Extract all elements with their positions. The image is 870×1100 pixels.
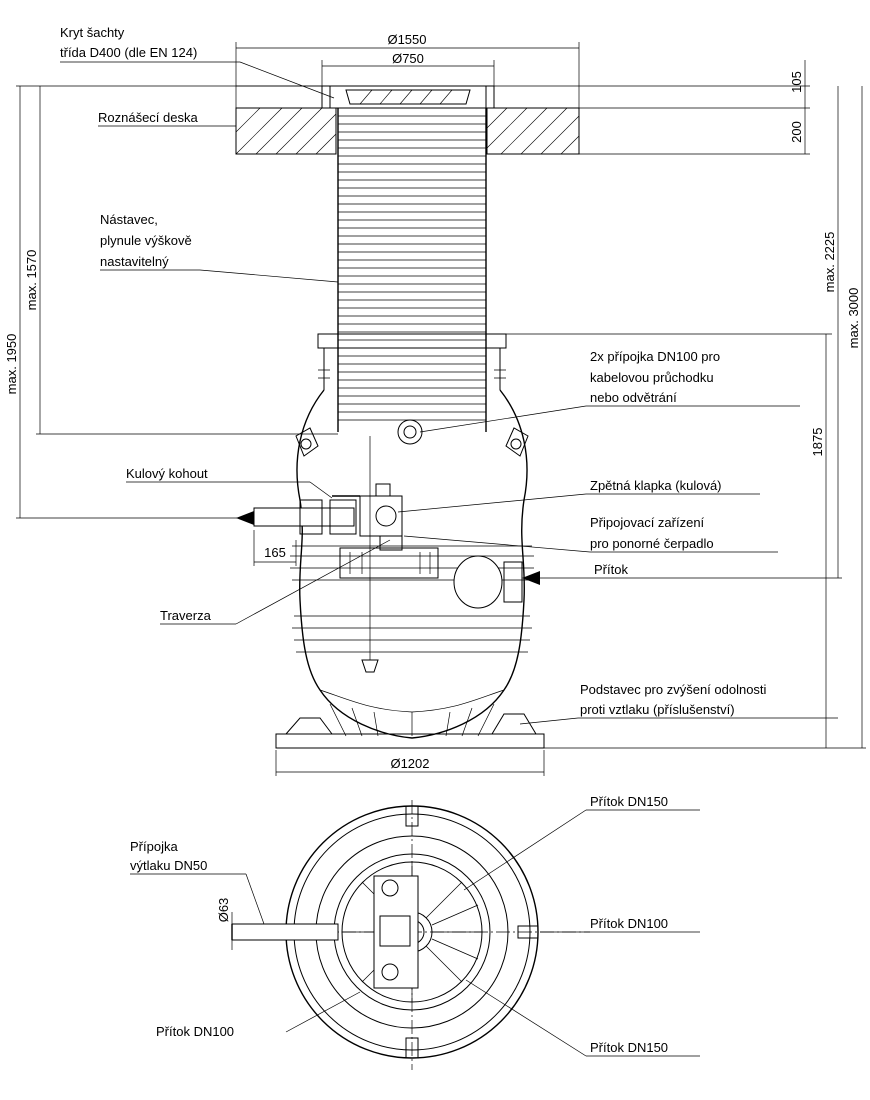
load-slab — [235, 107, 580, 155]
base-plate — [275, 689, 545, 749]
leader-lines — [60, 61, 838, 725]
discharge-piping — [253, 483, 403, 551]
label-inflow-dn150-top: Přítok DN150 — [590, 794, 668, 809]
label-slab: Roznášecí deska — [98, 110, 198, 125]
dim-d1550: Ø1550 — [387, 32, 426, 47]
elevation-view: Ø1550 Ø750 105 200 max. 2225 max. 3000 m… — [4, 25, 866, 776]
label-cover-line2: třída D400 (dle EN 124) — [60, 45, 197, 60]
label-check-valve: Zpětná klapka (kulová) — [590, 478, 722, 493]
label-discharge-line2: výtlaku DN50 — [130, 858, 207, 873]
label-traverse: Traverza — [160, 608, 212, 623]
extension-shaft — [337, 108, 487, 432]
label-inflow-dn100-left: Přítok DN100 — [156, 1024, 234, 1039]
label-base-line1: Podstavec pro zvýšení odolnosti — [580, 682, 767, 697]
label-base-line2: proti vztlaku (příslušenství) — [580, 702, 735, 717]
label-inflow-dn150-bottom: Přítok DN150 — [590, 1040, 668, 1055]
label-inflow-dn100-right: Přítok DN100 — [590, 916, 668, 931]
dim-3000: max. 3000 — [846, 288, 861, 349]
label-extension-line1: Nástavec, — [100, 212, 158, 227]
dim-1570: max. 1570 — [24, 250, 39, 311]
dim-2225: max. 2225 — [822, 232, 837, 293]
label-extension-line3: nastavitelný — [100, 254, 169, 269]
dim-200: 200 — [789, 121, 804, 143]
dim-1875: 1875 — [810, 428, 825, 457]
dim-165: 165 — [264, 545, 286, 560]
dimension-arrows — [236, 511, 540, 585]
label-inflow: Přítok — [594, 562, 628, 577]
manhole-cover — [236, 85, 810, 109]
label-coupling-line2: pro ponorné čerpadlo — [590, 536, 714, 551]
label-connection-line2: kabelovou průchodku — [590, 370, 714, 385]
tank-body — [290, 389, 534, 739]
tank-collar — [317, 333, 507, 390]
dimension-lines — [16, 42, 866, 776]
label-discharge-line1: Přípojka — [130, 839, 178, 854]
dim-105: 105 — [789, 71, 804, 93]
label-connection-line1: 2x přípojka DN100 pro — [590, 349, 720, 364]
plan-view: Ø63 Přípojka výtlaku DN50 Přítok DN150 P… — [130, 794, 700, 1070]
dim-d1202: Ø1202 — [390, 756, 429, 771]
label-coupling-line1: Připojovací zařízení — [590, 515, 705, 530]
label-cover-line1: Kryt šachty — [60, 25, 125, 40]
dim-1950: max. 1950 — [4, 334, 19, 395]
dim-d750: Ø750 — [392, 51, 424, 66]
label-ball-valve: Kulový kohout — [126, 466, 208, 481]
label-connection-line3: nebo odvětrání — [590, 390, 677, 405]
dim-d63: Ø63 — [216, 898, 231, 923]
label-extension-line2: plynule výškově — [100, 233, 192, 248]
